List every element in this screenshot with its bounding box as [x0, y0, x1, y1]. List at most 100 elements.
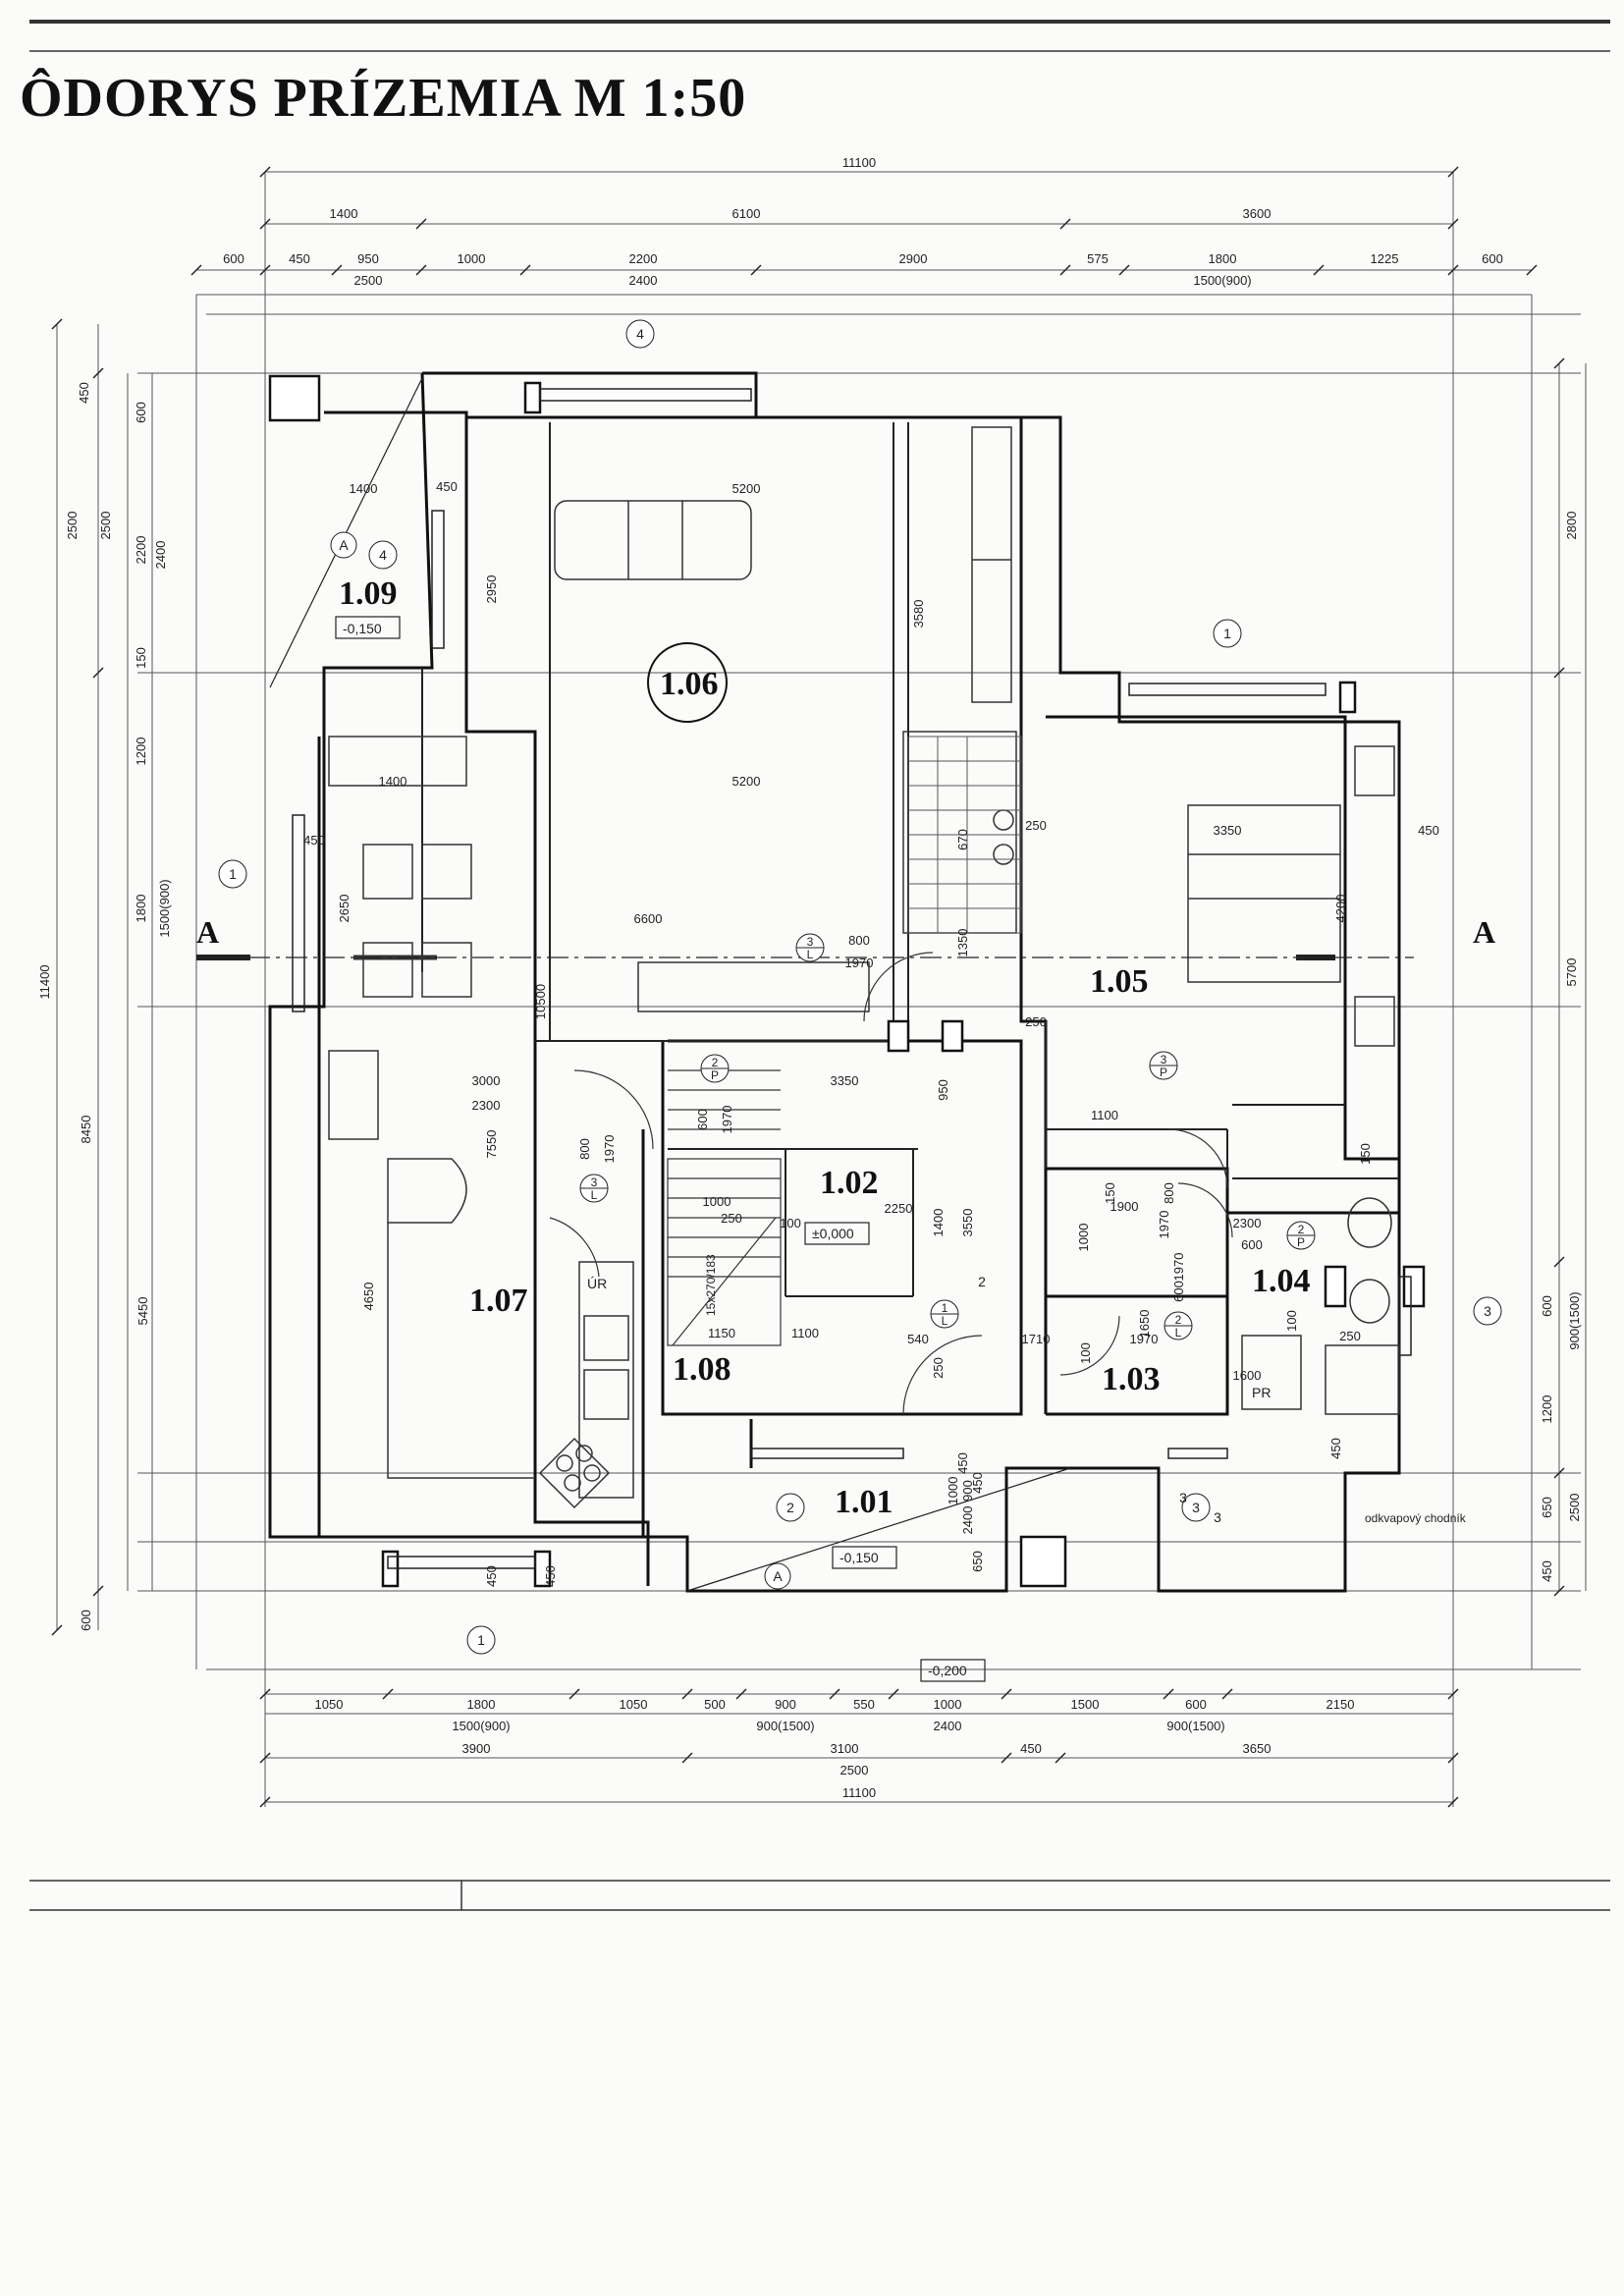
dim-text: 600 [223, 251, 244, 266]
interior-dim-text: 2950 [484, 575, 499, 604]
interior-dim-text: 450 [303, 833, 325, 847]
door-side: P [711, 1068, 719, 1082]
dim-text: 900(1500) [1567, 1291, 1582, 1349]
dim-text: 650 [1540, 1497, 1554, 1518]
dim-text: 5700 [1564, 958, 1579, 987]
dim-text: 600 [79, 1610, 93, 1631]
interior-dim-text: 100 [1284, 1310, 1299, 1332]
dim-text: 2500 [98, 512, 113, 540]
interior-dim-text: 800 [1162, 1182, 1176, 1204]
interior-dim-text: 600 [1171, 1281, 1186, 1302]
dim-text: 1050 [620, 1697, 648, 1712]
section-label: A [1473, 914, 1495, 950]
dim-text: 1000 [458, 251, 486, 266]
dim-text: 150 [134, 647, 148, 669]
dim-text: 2150 [1326, 1697, 1355, 1712]
windows [292, 388, 1412, 1569]
dim-text: 2400 [934, 1719, 962, 1733]
dim-text: 2800 [1564, 512, 1579, 540]
door-side: L [807, 948, 814, 961]
interior-dim-text: 150 [1103, 1182, 1117, 1204]
level-label: ±0,000 [812, 1226, 854, 1241]
interior-dim-text: 1900 [1110, 1199, 1139, 1214]
dim-text: 2500 [1567, 1494, 1582, 1522]
door-mark: 3L [579, 1174, 609, 1203]
interior-dim-text: 250 [1025, 818, 1047, 833]
sheet-frame [29, 20, 1610, 1911]
interior-dim-text: 1000 [1076, 1224, 1091, 1252]
dim-text: 1500(900) [452, 1719, 510, 1733]
door-side: L [942, 1314, 948, 1328]
dim-text: 8450 [79, 1116, 93, 1144]
interior-dim-text: 250 [721, 1211, 742, 1226]
room-label: 1.03 [1102, 1361, 1161, 1397]
dim-text: 5450 [135, 1297, 150, 1326]
dim-text: 600 [1185, 1697, 1207, 1712]
interior-dim-text: 6600 [634, 911, 663, 926]
dim-text: 1000 [934, 1697, 962, 1712]
interior-dim-text: 1970 [1157, 1211, 1171, 1239]
window-mark: 4 [379, 547, 387, 563]
level-label: -0,150 [839, 1550, 879, 1565]
interior-dim-text: 1970 [1171, 1253, 1186, 1282]
interior-dim-text: 1650 [1137, 1310, 1152, 1339]
interior-dim-text: 3000 [472, 1073, 501, 1088]
door-mark: 2P [700, 1054, 730, 1083]
exterior-walls [268, 371, 1401, 1593]
interior-dim-text: 450 [1418, 823, 1439, 838]
interior-dim-text: 1000 [703, 1194, 731, 1209]
top-dimensions: 11100 1400 6100 3600 600 450 950 1000 22… [223, 155, 1503, 288]
dim-text: 1800 [134, 895, 148, 923]
door-mark: 2L [1164, 1311, 1193, 1340]
interior-dim-text: 1970 [602, 1135, 617, 1164]
interior-dim-text: 3350 [831, 1073, 859, 1088]
level-box [920, 1659, 986, 1682]
dim-text: 1800 [1209, 251, 1237, 266]
dim-text: 1200 [134, 738, 148, 766]
wall-posts [268, 374, 1426, 1588]
walkway-label: odkvapový chodník [1365, 1511, 1467, 1525]
dim-text: 2200 [134, 536, 148, 565]
door-number: 1 [942, 1301, 948, 1315]
door-side: L [591, 1188, 598, 1202]
interior-dim-text: 1600 [1233, 1368, 1262, 1383]
interior-dim-text: 7550 [484, 1130, 499, 1159]
interior-dim-text: 1710 [1022, 1332, 1051, 1346]
dim-text: 550 [853, 1697, 875, 1712]
door-side: L [1175, 1326, 1182, 1339]
interior-dim-text: 540 [907, 1332, 929, 1346]
dim-text: 2400 [153, 541, 168, 570]
dim-text: 1500 [1071, 1697, 1100, 1712]
door-mark: 3L [795, 933, 825, 962]
door-swings [549, 952, 1233, 1415]
interior-dim-text: 1970 [720, 1106, 734, 1134]
bottom-dimensions: 1050 1800 1050 500 900 550 1000 1500 600… [315, 1697, 1355, 1800]
door-mark: 2P [1286, 1221, 1316, 1250]
interior-dim-text: 450 [955, 1452, 970, 1474]
dim-text: 1400 [330, 206, 358, 221]
interior-dim-text: 450 [436, 479, 458, 494]
interior-dim-text: 450 [543, 1565, 558, 1587]
dim-total-top: 11100 [842, 155, 876, 170]
dim-text: 2500 [840, 1763, 869, 1777]
window-mark: 3 [1192, 1500, 1200, 1515]
interior-dim-text: 650 [970, 1551, 985, 1572]
dim-text: 600 [1540, 1295, 1554, 1317]
interior-dim-text: 450 [970, 1472, 985, 1494]
interior-dim-text: 800 [848, 933, 870, 948]
window-mark: 2 [786, 1500, 794, 1515]
interior-dim-text: 1400 [931, 1209, 946, 1237]
interior-dim-text: 1150 [708, 1326, 735, 1340]
interior-dim-text: 2650 [337, 895, 352, 923]
section-label: A [196, 914, 219, 950]
room-label: 1.01 [835, 1484, 893, 1520]
interior-dim-text: 1400 [350, 481, 378, 496]
interior-dim-text: 1970 [845, 956, 874, 970]
dim-text: 1500(900) [1193, 273, 1251, 288]
interior-dim-text: 250 [1025, 1014, 1047, 1029]
label-ur: ÚR [587, 1276, 607, 1291]
dim-text: 6100 [732, 206, 761, 221]
